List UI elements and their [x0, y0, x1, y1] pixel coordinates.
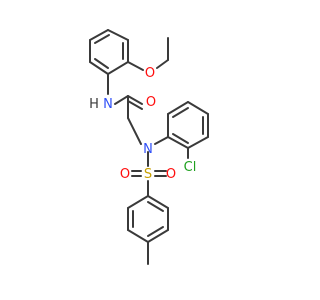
bond [94, 34, 110, 44]
atom-cl: Cl [184, 160, 197, 175]
bond [127, 195, 149, 209]
atom-labels: N H O N O Cl S O O [89, 66, 196, 182]
bond [147, 201, 164, 212]
bond [167, 101, 189, 115]
bond [127, 95, 143, 105]
bond [107, 29, 129, 41]
bond [147, 195, 169, 209]
bonds [89, 29, 209, 265]
atom-h-amide: H [89, 97, 99, 112]
atom-o-carbonyl: O [146, 95, 156, 110]
bond [89, 61, 109, 75]
atom-o-ether: O [145, 66, 155, 81]
bond [154, 136, 169, 145]
bond [156, 59, 169, 69]
bond [187, 136, 209, 149]
atom-n-amide: N [103, 97, 113, 112]
atom-o-sulfonyl-right: O [166, 167, 176, 182]
bond [172, 107, 189, 118]
bond [127, 117, 142, 145]
bond [127, 229, 149, 243]
bond [147, 229, 169, 243]
molecule-diagram: N H O N O Cl S O O [89, 29, 209, 265]
bond [127, 61, 144, 71]
bond [107, 61, 129, 75]
atom-n-sulfonamide: N [143, 142, 153, 157]
bond [127, 100, 143, 110]
atom-s: S [144, 167, 152, 182]
bond [187, 101, 209, 115]
bond [172, 133, 189, 144]
bond [94, 58, 109, 69]
bond [167, 136, 189, 149]
bond [89, 29, 109, 41]
atom-o-sulfonyl-left: O [120, 167, 130, 182]
bond [147, 226, 164, 237]
bond [114, 95, 129, 105]
